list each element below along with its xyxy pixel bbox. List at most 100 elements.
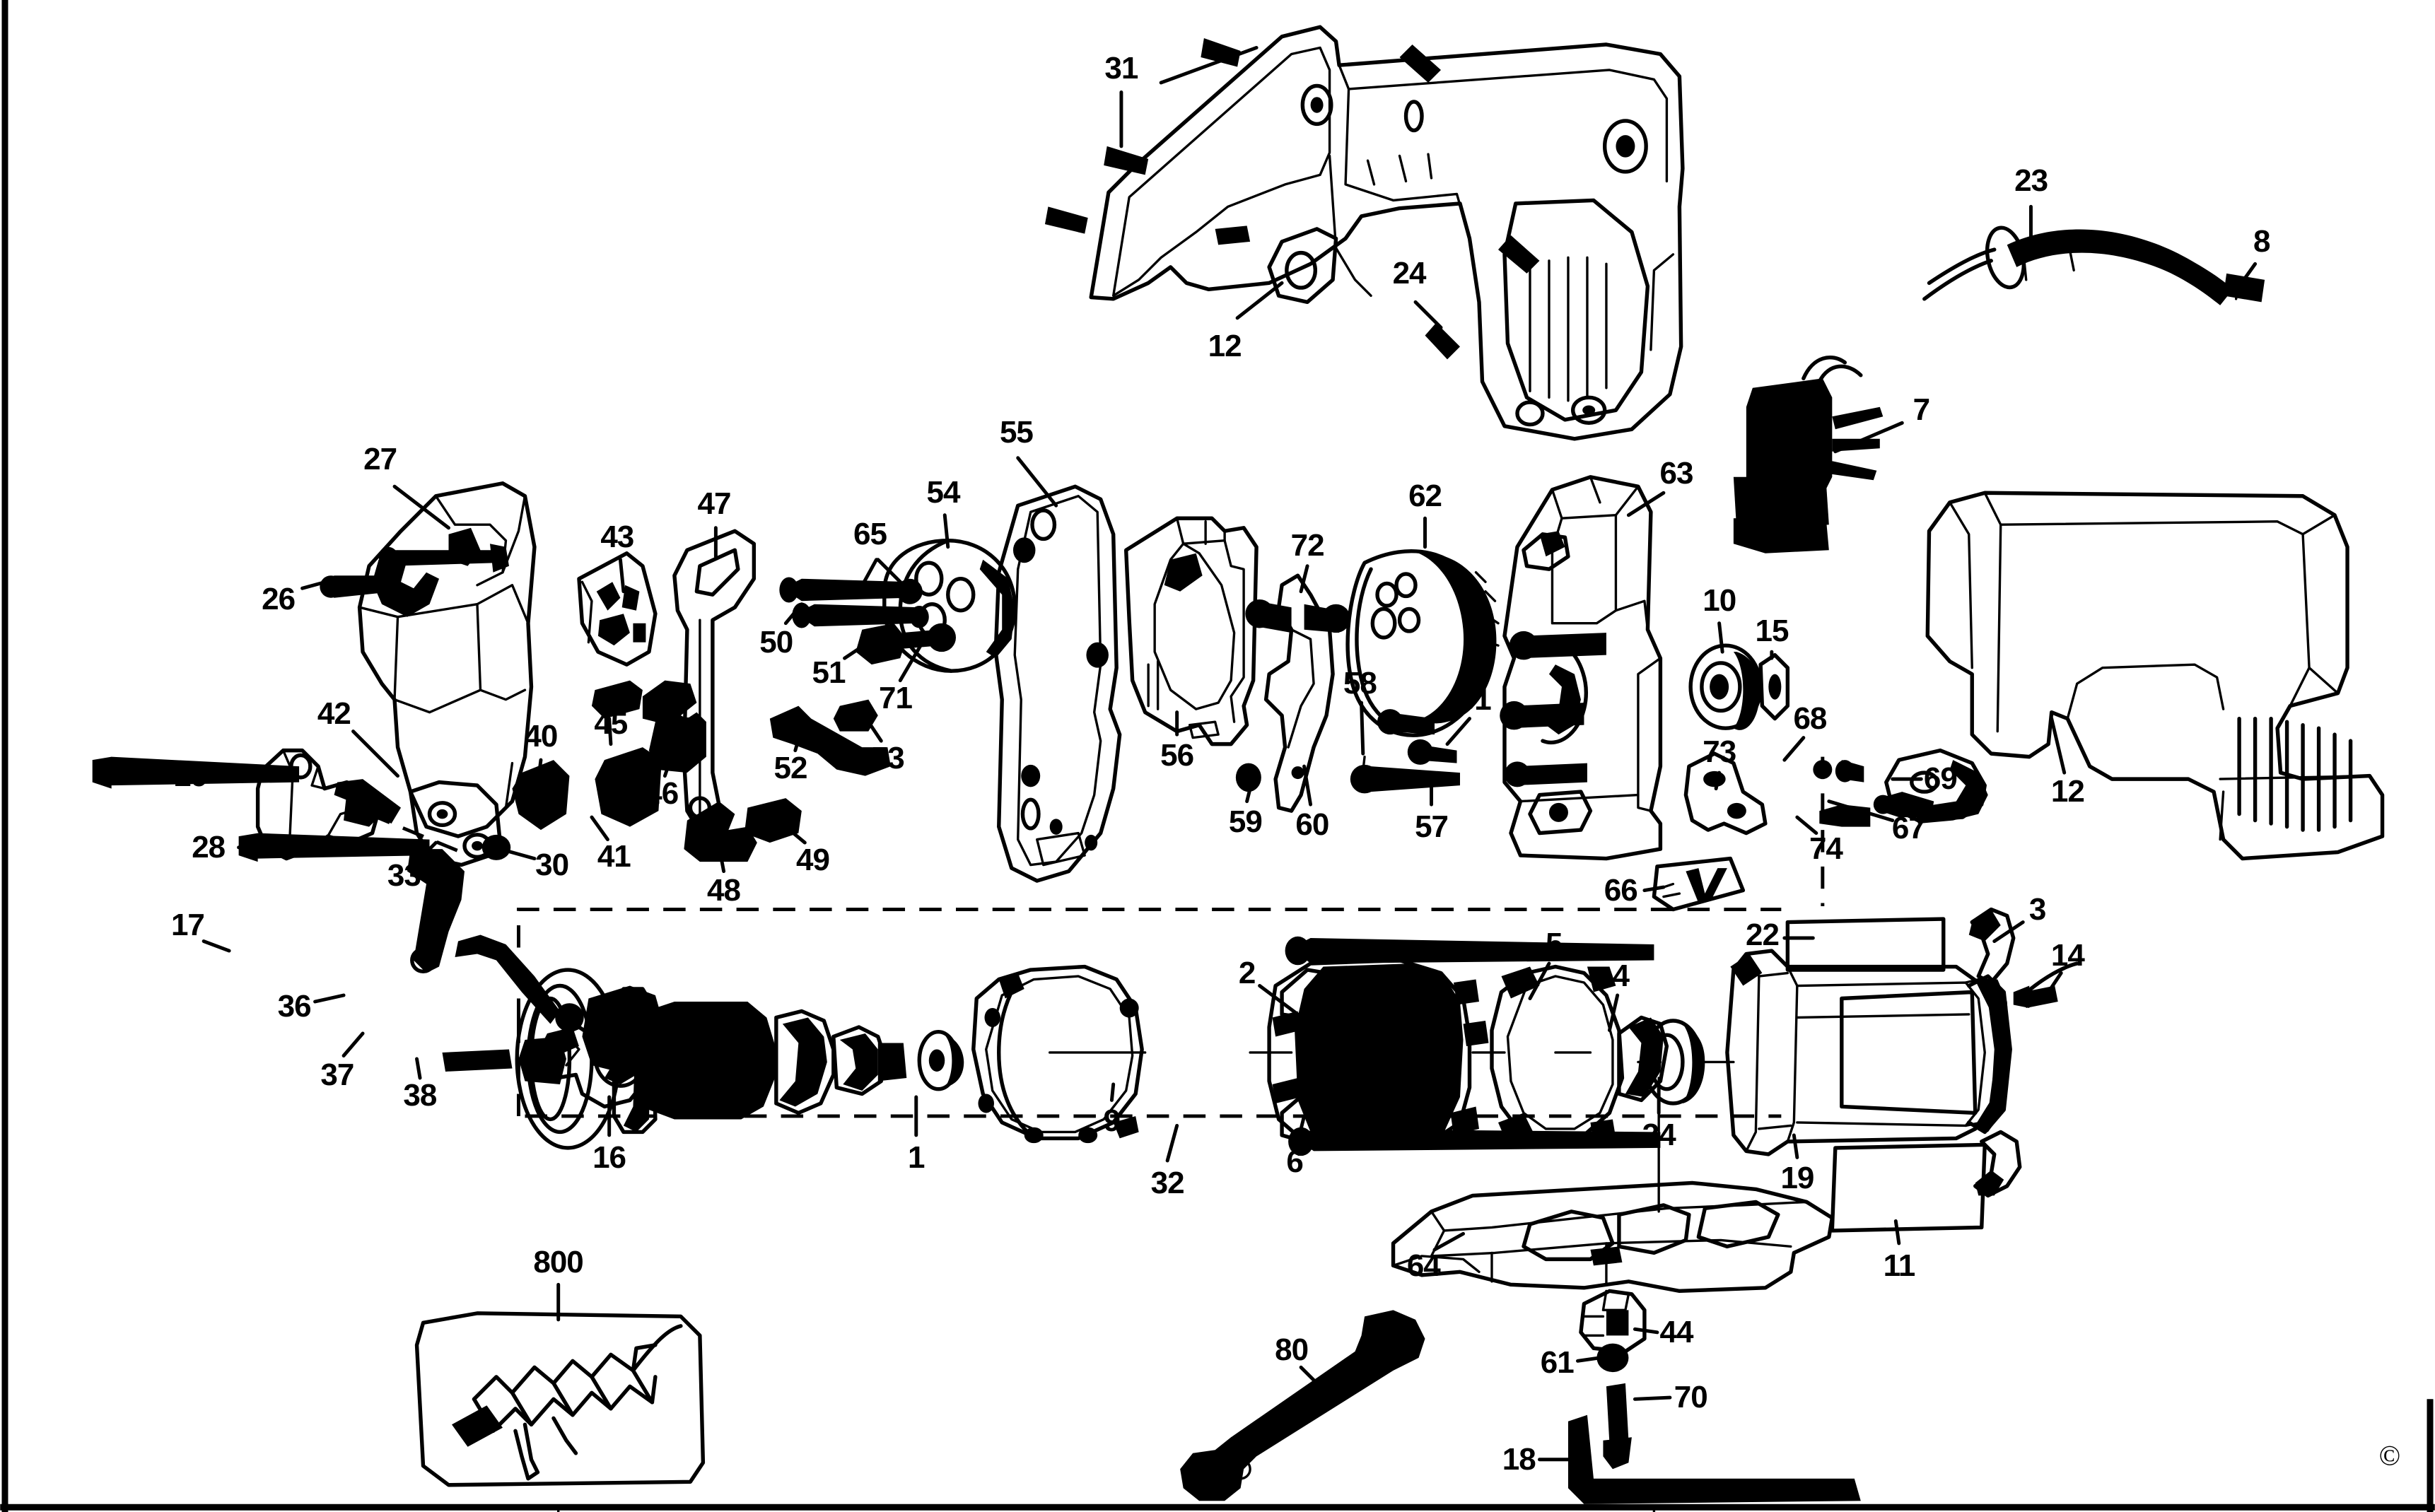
part-54-counterweight [882, 539, 1017, 673]
part-18-hex-key [1567, 1414, 1861, 1504]
part-59-ball [1235, 763, 1261, 792]
part-12-right-housing [1925, 491, 2385, 861]
part-80-wrench [1180, 1310, 1425, 1501]
part-7-switch [1733, 356, 1884, 553]
callout-1: 1 [907, 1139, 925, 1175]
callout-56: 56 [1160, 737, 1194, 773]
callout-73: 73 [1703, 734, 1736, 770]
callout-63: 63 [1659, 456, 1693, 491]
callout-46: 46 [645, 775, 679, 811]
callout-49: 49 [796, 842, 830, 877]
callout-69: 69 [1923, 761, 1958, 797]
callout-44: 44 [1659, 1315, 1693, 1350]
callout-36: 36 [277, 988, 312, 1024]
part-33-blade-guide [407, 849, 465, 973]
callout-60: 60 [1295, 807, 1329, 843]
callout-41: 41 [597, 839, 631, 874]
callout-64: 64 [1406, 1248, 1441, 1283]
callout-50: 50 [759, 624, 793, 660]
callout-62: 62 [1408, 478, 1442, 513]
part-52-lever [769, 705, 891, 776]
part-34-seal [1637, 1019, 1735, 1115]
callout-7: 7 [1913, 392, 1931, 428]
part-66-nameplate [1652, 856, 1746, 912]
part-46-switch-block [642, 680, 706, 773]
callout-52: 52 [773, 750, 808, 785]
callout-74: 74 [1809, 831, 1843, 867]
callout-9: 9 [1103, 1103, 1121, 1138]
part-55-gasket [993, 484, 1122, 883]
callout-16: 16 [592, 1139, 626, 1175]
part-26-screws [320, 546, 496, 598]
part-47-trigger [672, 529, 757, 829]
callout-22: 22 [1745, 917, 1780, 952]
callout-72: 72 [1290, 527, 1325, 563]
callout-5: 5 [1546, 927, 1563, 962]
part-19-motor-can [1725, 949, 2012, 1156]
callout-14: 14 [2050, 937, 2085, 973]
part-51-bushing [856, 623, 907, 665]
callout-31b: 31 [1457, 681, 1492, 717]
callout-53: 53 [870, 741, 905, 776]
part-72-yoke [1245, 573, 1350, 813]
part-44-clamp [1579, 1289, 1647, 1354]
callout-12a: 12 [1208, 329, 1242, 364]
callout-80: 80 [1275, 1332, 1309, 1367]
callout-54: 54 [926, 475, 960, 510]
callout-28: 28 [192, 829, 226, 865]
part-32-end-plate [971, 964, 1147, 1144]
part-58-57-31-rods [1350, 709, 1461, 794]
callout-6: 6 [1286, 1144, 1304, 1180]
callout-31: 31 [1104, 50, 1138, 86]
callout-66: 66 [1604, 872, 1638, 908]
part-62-gear [1345, 549, 1500, 737]
callout-58: 58 [1343, 666, 1377, 701]
part-48-wedge [684, 801, 757, 862]
callout-34: 34 [1642, 1118, 1676, 1153]
part-70-bolt [1603, 1383, 1632, 1470]
part-11-lower-pad [1830, 1142, 1987, 1233]
callout-30: 30 [535, 847, 569, 882]
callout-23: 23 [2014, 163, 2048, 199]
part-10-pulley [1688, 643, 1763, 730]
part-14-lead-wire [2013, 961, 2079, 1008]
part-43-knob [577, 551, 658, 667]
callout-32: 32 [1150, 1165, 1185, 1200]
callout-59: 59 [1228, 804, 1263, 839]
callout-4: 4 [1612, 959, 1630, 994]
callout-51: 51 [812, 655, 846, 690]
callout-55: 55 [999, 414, 1034, 450]
callout-71: 71 [878, 680, 913, 715]
part-49-wedge-small [744, 798, 802, 843]
part-68-ball [1813, 760, 1864, 783]
part-53-cam-pin [833, 699, 878, 732]
callout-18: 18 [1502, 1442, 1536, 1477]
part-3-brush-spring [1968, 907, 2016, 985]
part-17-rod [455, 934, 560, 1024]
part-2-field [1249, 958, 1489, 1150]
part-40-retainer [512, 760, 570, 831]
callout-26: 26 [262, 582, 296, 617]
part-31-screws-top [1044, 37, 1540, 360]
callout-43: 43 [600, 520, 634, 555]
callout-29: 29 [174, 758, 208, 793]
part-23-power-cord [1922, 225, 2265, 305]
part-64-base-shoe [1391, 1111, 1835, 1294]
part-63-gear-case [1500, 475, 1663, 861]
callout-15: 15 [1755, 614, 1789, 649]
callout-61: 61 [1540, 1344, 1575, 1380]
callout-12b: 12 [2050, 774, 2085, 809]
callout-leader-lines [202, 46, 2258, 1462]
part-41-wear-plate [595, 747, 662, 827]
part-1-armature [442, 968, 907, 1150]
callout-17: 17 [170, 908, 205, 943]
copyright-icon: © [2378, 1439, 2401, 1472]
callout-8: 8 [2253, 223, 2271, 259]
part-22-upper-pad [1785, 917, 1946, 972]
part-42-guide-rod [334, 779, 462, 854]
callout-27: 27 [363, 442, 397, 477]
part-9-washer [917, 1030, 964, 1091]
